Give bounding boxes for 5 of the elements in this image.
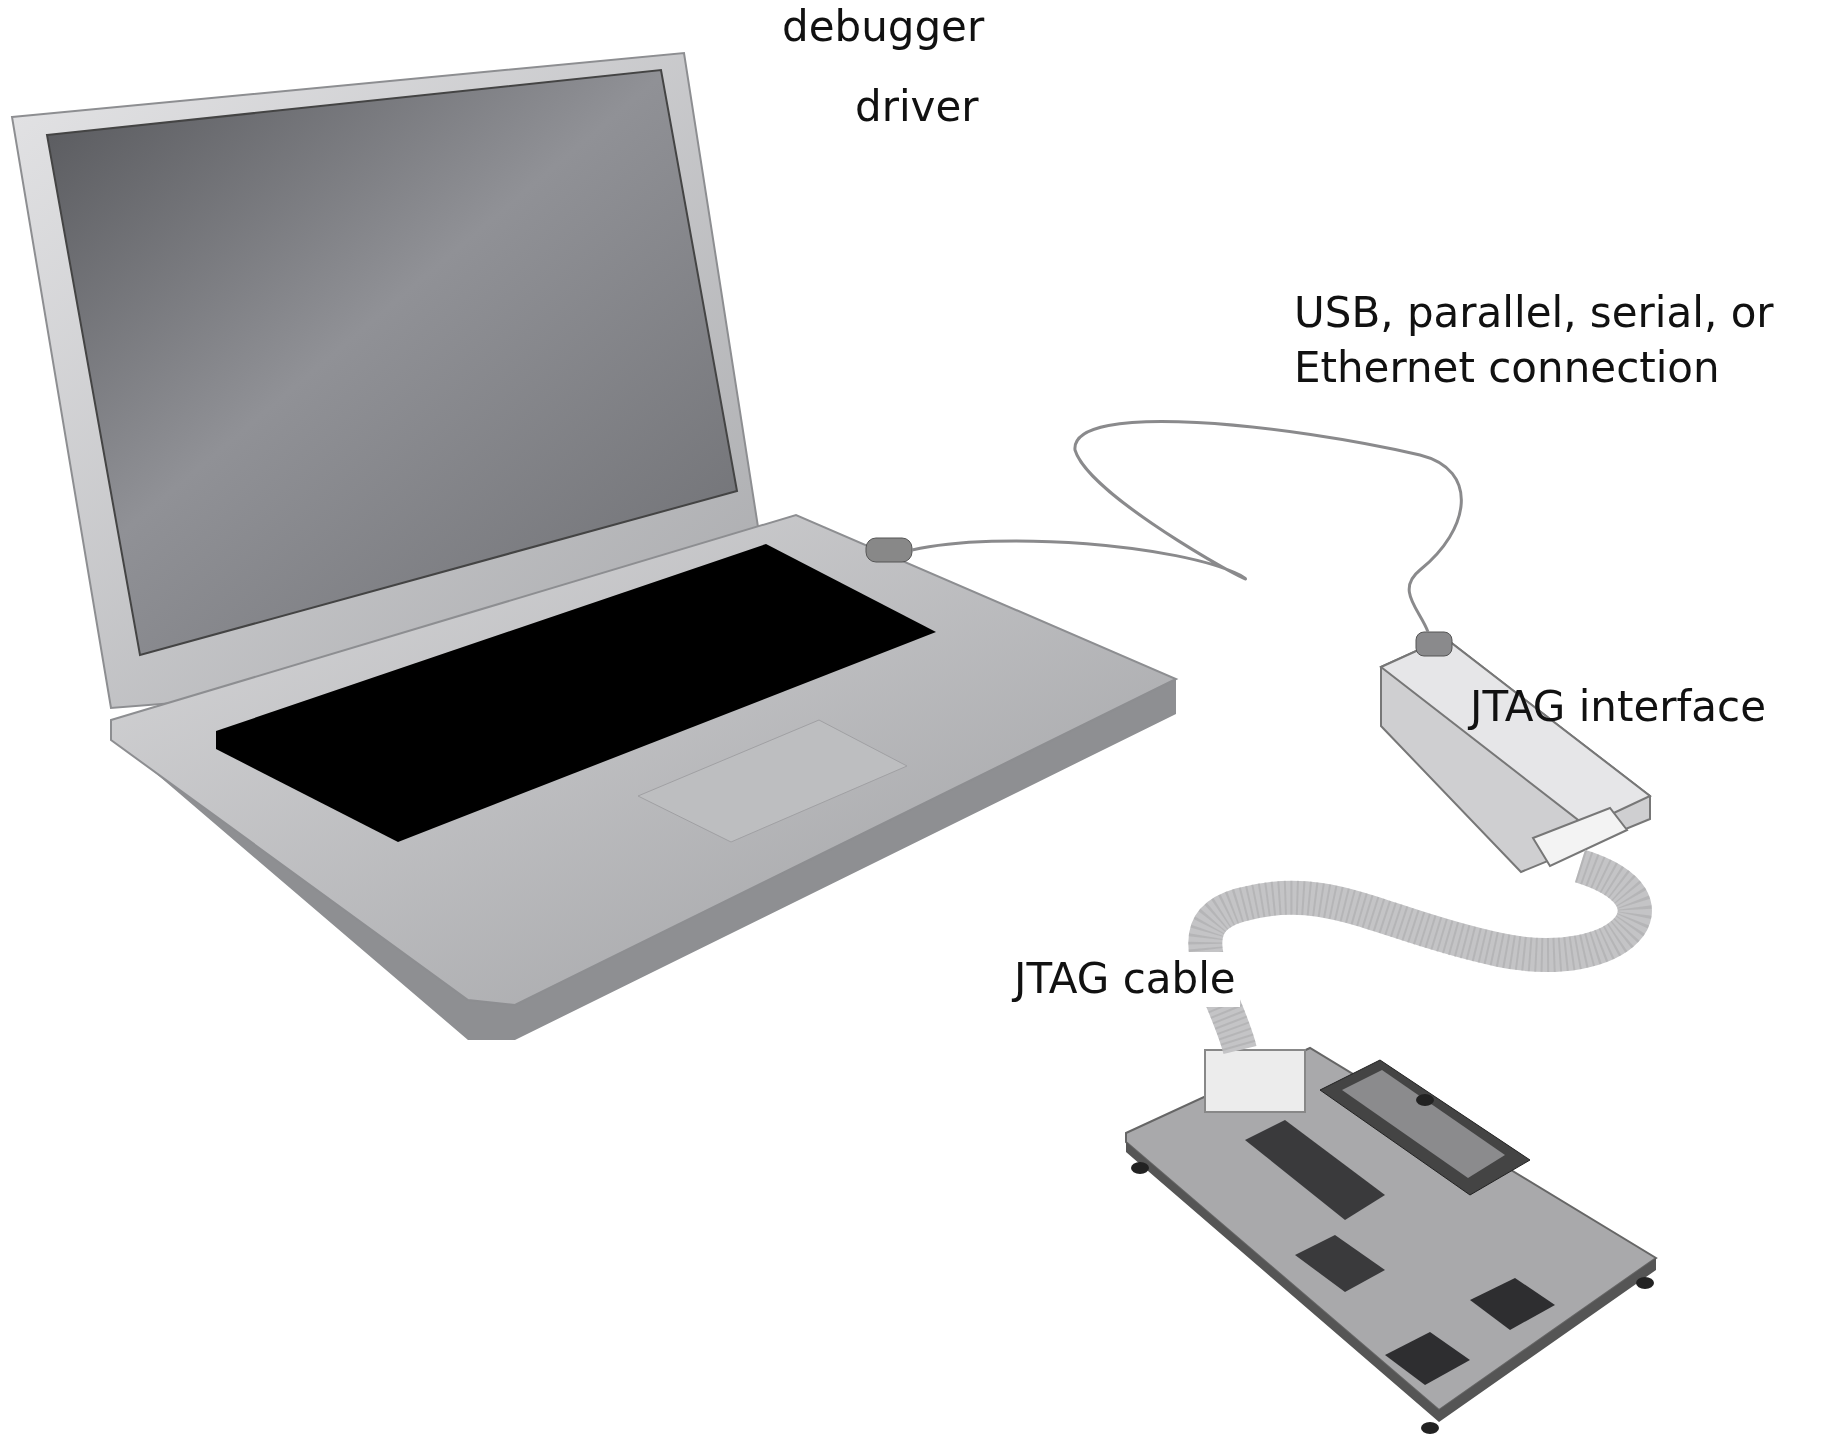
cable bbox=[911, 420, 1463, 633]
ribbon-cable bbox=[1188, 850, 1652, 1055]
edge-label: JTAG cable bbox=[1010, 952, 1240, 1007]
callout-text: driver bbox=[855, 81, 979, 133]
callout-text: debugger bbox=[782, 1, 985, 53]
